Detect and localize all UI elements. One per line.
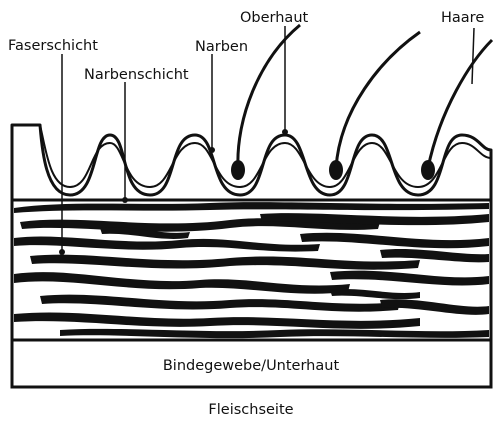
- hair-2: [329, 32, 420, 180]
- hair-3: [421, 40, 492, 180]
- fiber-layer: [12, 200, 491, 340]
- connective-tissue-layer: Bindegewebe/Unterhaut: [12, 340, 491, 387]
- label-oberhaut: Oberhaut: [240, 10, 309, 26]
- label-faserschicht: Faserschicht: [8, 38, 98, 54]
- label-bindegewebe: Bindegewebe/Unterhaut: [163, 358, 340, 374]
- label-narben: Narben: [195, 39, 248, 55]
- leader-haare: [472, 28, 474, 84]
- hairs: [231, 25, 492, 180]
- label-narbenschicht: Narbenschicht: [84, 67, 189, 83]
- grain-layer: [12, 125, 491, 200]
- grain-layer-outline: [12, 125, 491, 200]
- label-haare: Haare: [441, 10, 484, 26]
- label-fleischseite: Fleischseite: [208, 402, 293, 418]
